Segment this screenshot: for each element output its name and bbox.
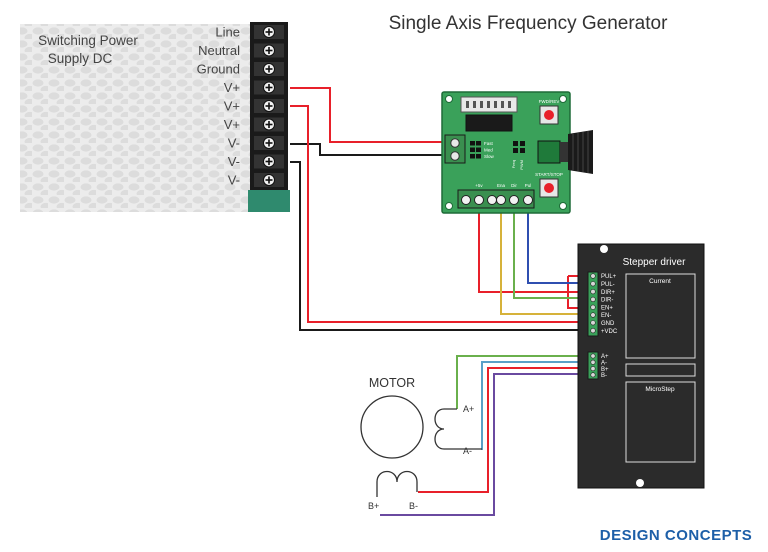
signal-pin (509, 195, 519, 205)
start-stop-label: START/STOP (535, 172, 563, 177)
terminal-label: V- (228, 154, 240, 169)
potentiometer-knob[interactable] (537, 130, 593, 174)
terminal-label: V+ (224, 80, 240, 95)
mid-panel (625, 363, 696, 377)
motor: MOTOR A+ A- B+ B- (360, 376, 482, 511)
current-panel (625, 273, 696, 359)
signal-pin-label: Pul (525, 183, 532, 188)
motor-pin-label: B- (601, 373, 607, 379)
coil-b-plus-label: B+ (368, 501, 379, 511)
control-pin-label: PUL+ (601, 274, 617, 280)
terminal-screw (254, 25, 284, 39)
terminal-screw (254, 136, 284, 150)
terminal-screw (254, 117, 284, 132)
power-supply: Switching Power Supply DC LineNeutralGro… (20, 22, 290, 212)
control-pin-label: +VDC (601, 329, 618, 335)
stepper-driver-title: Stepper driver (623, 257, 686, 268)
wire-gen-pul (527, 202, 590, 284)
control-pin-label: DIR+ (601, 290, 615, 296)
coil-b (376, 470, 418, 483)
coil-a-plus-label: A+ (463, 404, 474, 414)
signal-pin (496, 195, 506, 205)
motor-pin-label: A- (601, 361, 607, 367)
design-concepts-logo: DESIGN CONCEPTS (600, 527, 753, 544)
terminal-block-base (248, 190, 290, 212)
diagram-title: Single Axis Frequency Generator (389, 13, 668, 34)
wire-psu-vminus-to-driver (290, 161, 590, 331)
control-terminal (587, 271, 599, 337)
wire-psu-vplus-to-driver (290, 105, 590, 323)
wire-motor-b-minus (380, 373, 590, 516)
wire-gen-dir (513, 202, 590, 299)
terminal-label: V+ (224, 99, 240, 114)
coil-b-minus-label: B- (409, 501, 418, 511)
terminal-screw (254, 99, 284, 113)
wire-psu-vplus-to-generator (290, 87, 452, 143)
wires (290, 87, 590, 516)
control-pin-label: EN+ (601, 305, 613, 311)
coil-a-minus-label: A- (463, 446, 472, 456)
terminal-screw (254, 43, 284, 58)
wire-motor-a-plus (456, 355, 590, 409)
coil-a (434, 408, 445, 450)
wire-motor-b-plus (418, 367, 590, 493)
wire-gen-5v (478, 202, 568, 293)
signal-pin (523, 195, 533, 205)
motor-label: MOTOR (369, 376, 415, 390)
terminal-label: V- (228, 173, 240, 188)
current-label: Current (649, 278, 671, 285)
speed-label: Fast (484, 141, 494, 146)
wire-psu-vminus-to-generator (290, 143, 452, 156)
wire-gen-ena (500, 202, 590, 315)
display-chip (465, 114, 513, 132)
motor-body (360, 395, 424, 459)
terminal-label: Line (215, 25, 240, 40)
signal-pin-label: Ena (497, 183, 506, 188)
signal-pin (487, 195, 497, 205)
pwm-label: PWM (519, 160, 524, 170)
terminal-label: V+ (224, 117, 240, 132)
terminal-label: Ground (197, 62, 240, 77)
motor-pin-label: A+ (601, 354, 609, 360)
power-input-terminal (444, 134, 466, 164)
control-pin-label: DIR- (601, 298, 613, 304)
terminal-screw (254, 62, 284, 76)
signal-pin-label: +5v (475, 183, 483, 188)
microstep-label: MicroStep (645, 386, 675, 393)
signal-pin (474, 195, 484, 205)
signal-pin (461, 195, 471, 205)
freq-label: Freq (511, 160, 516, 168)
terminal-screw (254, 80, 284, 95)
speed-label: Med (484, 148, 493, 153)
power-supply-label-2: Supply DC (48, 51, 113, 66)
power-supply-label-1: Switching Power (38, 33, 138, 48)
motor-pin-label: B+ (601, 367, 609, 373)
terminal-screw (254, 173, 284, 187)
terminal-label: V- (228, 136, 240, 151)
control-pin-label: EN- (601, 313, 611, 319)
motor-terminal (587, 351, 599, 380)
terminal-label: Neutral (198, 43, 240, 58)
stepper-driver: Stepper driver PUL+ PUL- DIR+ DIR-EN+ EN- GND… (577, 243, 705, 489)
terminal-screw (254, 154, 284, 169)
wire-motor-a-minus (481, 361, 590, 450)
signal-pin-label: Dir (511, 183, 517, 188)
control-pin-label: PUL- (601, 282, 615, 288)
control-pin-label: GND (601, 321, 615, 327)
speed-label: Slow (484, 154, 495, 159)
fwd-rev-label: FWD/REV (539, 99, 560, 104)
microstep-panel (625, 381, 696, 463)
